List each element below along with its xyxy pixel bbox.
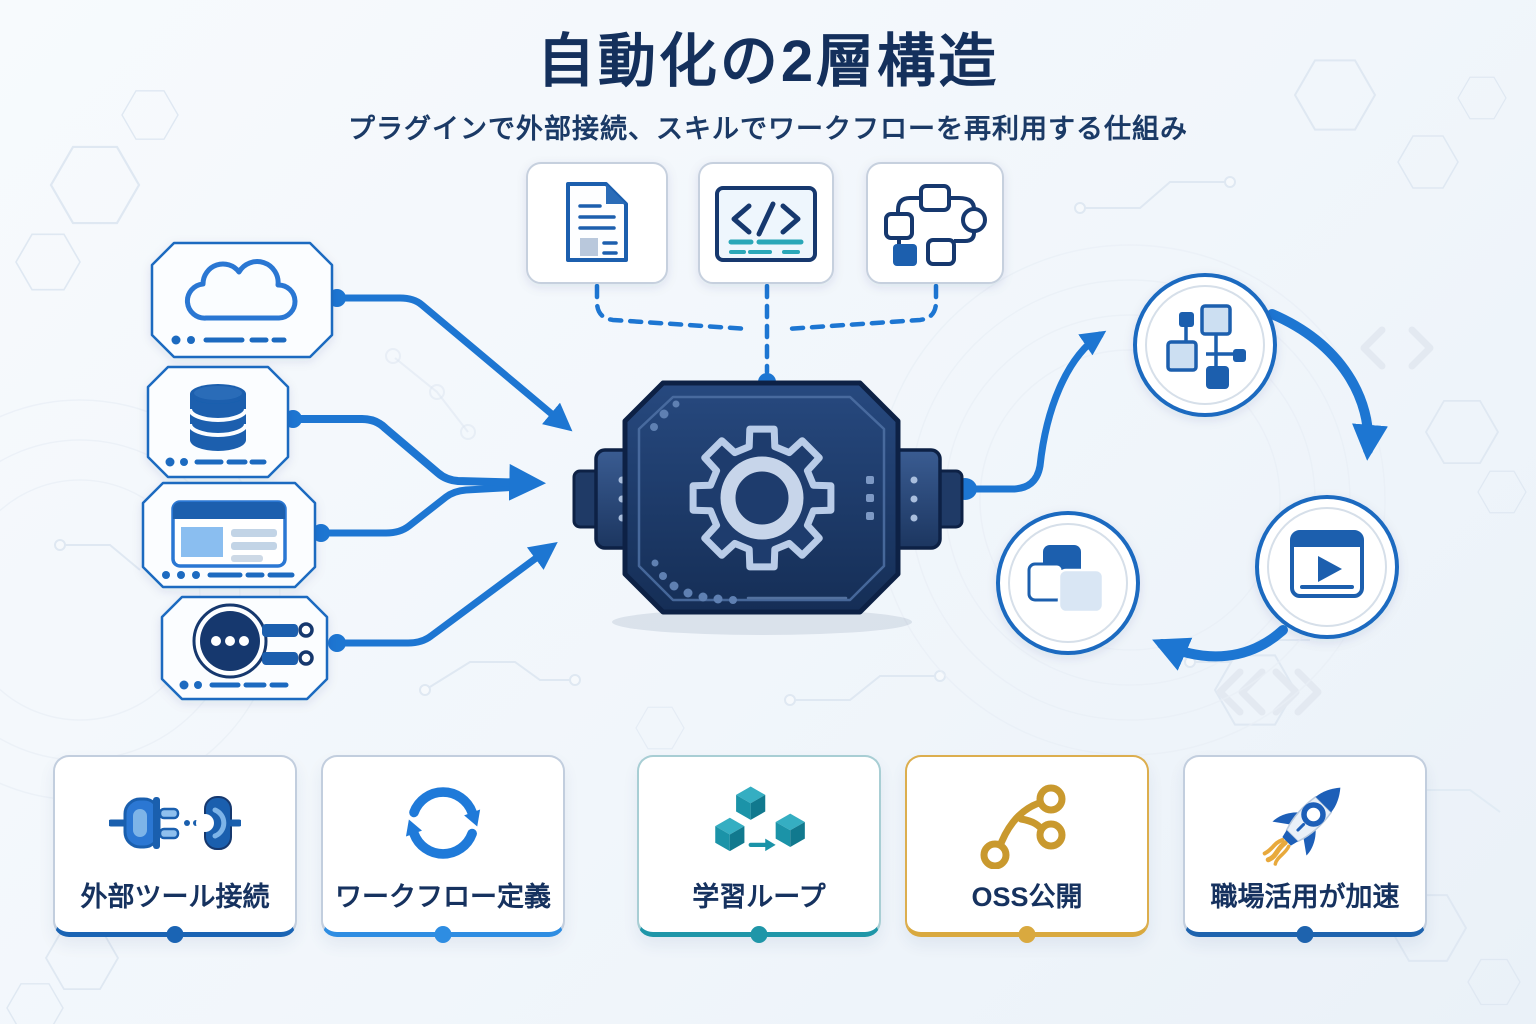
card-label: OSS公開: [971, 882, 1083, 912]
source-box-cloud: [150, 241, 334, 359]
card-accent-dot: [166, 926, 184, 943]
connector-socket: [333, 541, 558, 647]
plug-icon: [55, 771, 295, 875]
input-card-document: [526, 162, 668, 284]
input-connectors-dashed: [594, 283, 939, 375]
card-label: 学習ループ: [692, 882, 826, 912]
card-oss-release: OSS公開: [905, 755, 1149, 943]
source-boxes: [141, 241, 334, 701]
card-accent-dot: [1018, 926, 1036, 943]
engine-decor-dots: [650, 400, 737, 604]
card-external-tools: 外部ツール接続: [53, 755, 297, 943]
header: 自動化の2層構造 プラグインで外部接続、スキルでワークフローを再利用する仕組み: [0, 14, 1536, 146]
git-branch-icon: [907, 771, 1147, 875]
rocket-icon: [1185, 771, 1425, 875]
card-workflow-definition: ワークフロー定義: [321, 755, 565, 943]
input-card-code: [698, 162, 834, 284]
source-box-socket: [160, 595, 329, 701]
card-accent-dot: [1296, 926, 1314, 943]
cycle-layers: [996, 511, 1140, 655]
page-subtitle: プラグインで外部接続、スキルでワークフローを再利用する仕組み: [348, 114, 1188, 144]
video-player-icon: [1290, 530, 1364, 598]
label-marks: [171, 335, 287, 345]
workflow-icon: [884, 184, 987, 266]
source-connectors: [284, 289, 573, 652]
skill-cycle: [996, 273, 1399, 655]
connector-database: [289, 415, 547, 501]
code-icon: [715, 186, 817, 262]
card-accent-dot: [750, 926, 768, 943]
browser-icon: [171, 500, 287, 568]
refresh-icon: [323, 771, 563, 875]
input-cards: [526, 162, 1004, 284]
input-card-workflow: [866, 162, 1004, 284]
label-marks: [179, 680, 289, 690]
card-label: 職場活用が加速: [1210, 882, 1400, 912]
layers-icon: [1027, 545, 1105, 614]
source-box-database: [146, 365, 290, 479]
card-accent-dot: [434, 926, 452, 943]
page-title: 自動化の2層構造: [536, 29, 1000, 94]
source-box-browser: [141, 481, 317, 589]
socket-icon: [192, 603, 314, 679]
automation-engine: [572, 380, 964, 635]
code-bracket-watermark: [1216, 326, 1434, 716]
card-label: 外部ツール接続: [80, 882, 270, 912]
document-icon: [566, 182, 628, 262]
cubes-icon: [639, 771, 879, 875]
card-label: ワークフロー定義: [335, 882, 551, 912]
cycle-video-player: [1255, 495, 1399, 639]
cycle-node-graph: [1133, 273, 1277, 417]
label-marks: [165, 457, 267, 467]
connector-cloud: [333, 294, 573, 432]
gear-icon: [689, 425, 835, 571]
node-graph-icon: [1166, 304, 1246, 389]
cloud-icon: [185, 259, 298, 321]
card-workplace-adoption: 職場活用が加速: [1183, 755, 1427, 943]
database-icon: [188, 384, 248, 451]
connector-browser: [317, 483, 524, 537]
label-marks: [162, 571, 295, 579]
card-learning-loop: 学習ループ: [637, 755, 881, 943]
